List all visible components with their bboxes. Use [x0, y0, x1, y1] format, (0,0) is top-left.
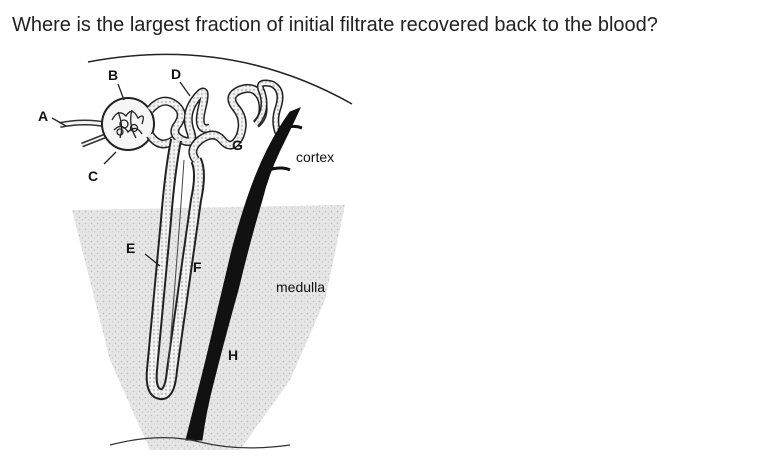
label-F: F: [193, 259, 202, 275]
pointer-B: [118, 84, 124, 100]
label-C: C: [88, 168, 98, 184]
capsule-line: [88, 54, 352, 104]
label-E: E: [126, 240, 135, 256]
pointer-D: [180, 82, 190, 96]
label-G: G: [232, 137, 243, 153]
label-D: D: [171, 66, 181, 82]
region-medulla: medulla: [276, 279, 325, 295]
medulla-region: [72, 205, 345, 450]
region-cortex: cortex: [296, 149, 334, 165]
pointer-C: [104, 152, 116, 164]
label-B: B: [108, 67, 118, 83]
label-A: A: [38, 108, 48, 124]
label-H: H: [228, 347, 238, 363]
